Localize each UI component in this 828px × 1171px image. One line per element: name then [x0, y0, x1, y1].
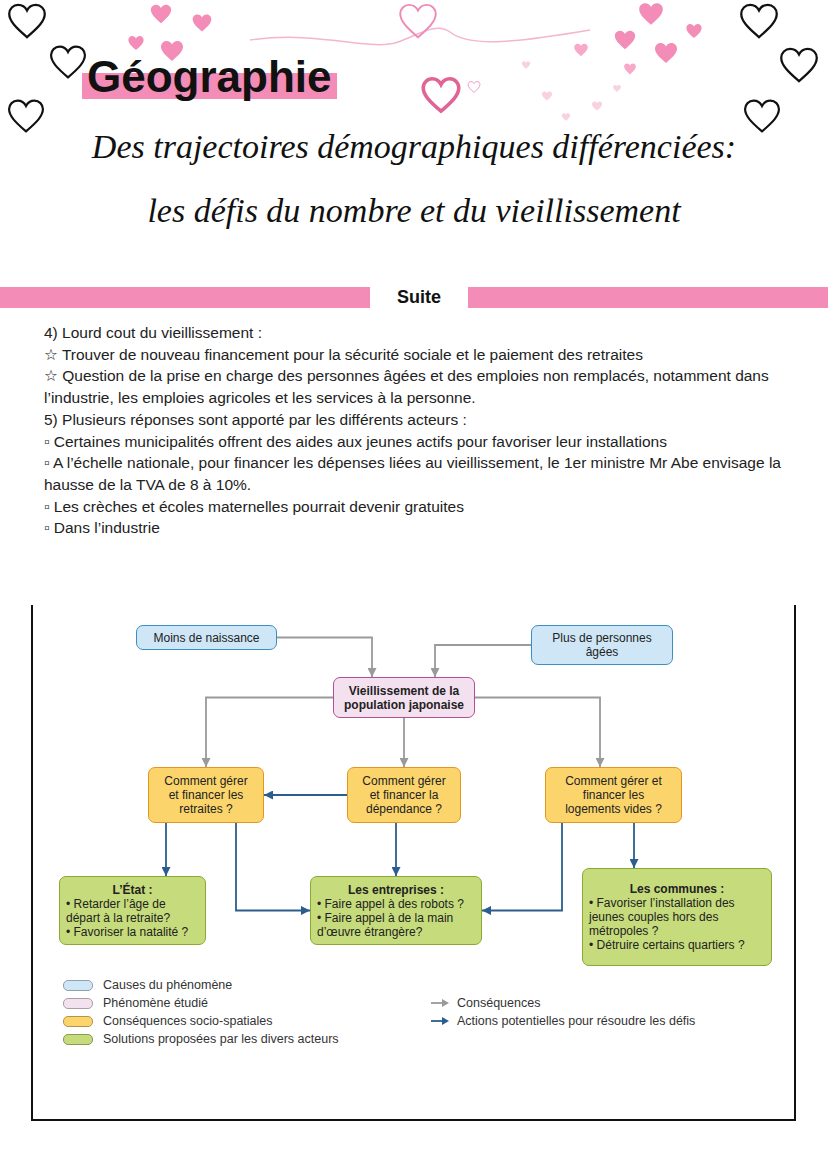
consequence-arrow	[277, 638, 372, 678]
subject-heading: Géographie	[82, 50, 337, 104]
heart-filled	[542, 91, 552, 100]
box-text: • Favoriser la natalité ?	[66, 925, 199, 939]
legend-row: Solutions proposées par les divers acteu…	[63, 1031, 339, 1047]
legend-text: Solutions proposées par les divers acteu…	[103, 1031, 339, 1047]
legend-row: Conséquences socio-spatiales	[63, 1013, 273, 1029]
action-arrow	[165, 823, 167, 876]
consequence-arrow	[403, 718, 405, 767]
heart-filled	[562, 113, 570, 121]
note-line: ▫ Les crèches et écoles maternelles pour…	[44, 496, 804, 518]
diagram-frame	[32, 605, 795, 1120]
box-text: • Faire appel à de la main d’œuvre étran…	[317, 911, 475, 939]
heart-decoration	[9, 3, 817, 131]
legend-row: Phénomène étudié	[63, 995, 208, 1011]
box-text: • Faire appel à des robots ?	[317, 897, 475, 911]
heart-filled	[615, 31, 635, 49]
legend-swatch	[63, 1016, 93, 1027]
section-band	[468, 287, 828, 308]
consequence-box: Comment gérer et financer la dépendance …	[347, 767, 461, 823]
box-text: Vieillissement de la population japonais…	[340, 684, 468, 712]
page-title: Des trajectoires démographiques différen…	[69, 115, 759, 243]
heart-outline	[9, 5, 45, 37]
legend-text: Causes du phénomène	[103, 977, 232, 993]
note-line: ▫ A l’échelle nationale, pour financer l…	[44, 452, 804, 495]
heart-filled	[592, 101, 602, 110]
heart-filled	[624, 64, 636, 75]
legend-text: Conséquences	[457, 995, 540, 1011]
heart-outline	[400, 5, 436, 37]
solution-box: L’État :• Retarder l’âge de départ à la …	[59, 876, 206, 945]
heart-outline	[51, 47, 85, 78]
consequence-arrow	[206, 698, 333, 768]
legend-text: Phénomène étudié	[103, 995, 208, 1011]
solution-box: Les entreprises :• Faire appel à des rob…	[310, 876, 482, 945]
notes-text: 4) Lourd cout du vieillissement :☆ Trouv…	[44, 322, 804, 539]
legend-swatch	[63, 998, 93, 1009]
action-arrow	[264, 794, 347, 796]
heart-outline	[741, 5, 777, 37]
heart-filled	[574, 44, 588, 56]
box-text: Comment gérer et financer la dépendance …	[358, 774, 450, 816]
action-arrow	[633, 823, 635, 868]
heart-filled	[639, 3, 663, 24]
heart-outline	[781, 49, 817, 81]
box-text: Moins de naissance	[145, 631, 268, 645]
consequence-box: Comment gérer et financer les retraites …	[148, 767, 264, 823]
action-arrow	[236, 823, 310, 911]
note-line: 4) Lourd cout du vieillissement :	[44, 322, 804, 344]
box-text: • Détruire certains quartiers ?	[589, 938, 765, 952]
cause-box: Plus de personnes âgées	[531, 625, 673, 665]
box-heading: L’État :	[66, 883, 199, 897]
heart-filled	[151, 5, 171, 23]
consequence-arrow	[435, 645, 531, 677]
legend-arrow	[430, 997, 450, 1009]
action-arrow	[395, 823, 397, 876]
legend-row: Causes du phénomène	[63, 977, 232, 993]
legend-row: Conséquences	[430, 995, 540, 1011]
box-text: • Retarder l’âge de départ à la retraite…	[66, 897, 199, 925]
heart-outline	[745, 101, 779, 132]
heart-outline	[9, 101, 43, 132]
box-text: Plus de personnes âgées	[546, 631, 658, 659]
phenomenon-box: Vieillissement de la population japonais…	[333, 677, 475, 718]
box-heading: Les entreprises :	[317, 883, 475, 897]
action-arrow	[482, 823, 562, 911]
legend-row: Actions potentielles pour résoudre les d…	[430, 1013, 695, 1029]
heart-filled	[128, 36, 143, 50]
consequence-box: Comment gérer et financer les logements …	[545, 767, 682, 823]
legend-text: Actions potentielles pour résoudre les d…	[457, 1013, 695, 1029]
note-line: ▫ Dans l’industrie	[44, 517, 804, 539]
heart-filled	[655, 43, 677, 63]
legend-swatch	[63, 980, 93, 991]
section-heading: Suite	[370, 286, 468, 309]
note-line: ☆ Trouver de nouveau financement pour la…	[44, 344, 804, 366]
heart-filled	[522, 61, 530, 69]
heart-outline	[468, 82, 480, 93]
box-text: Comment gérer et financer les retraites …	[163, 774, 249, 816]
note-line: 5) Plusieurs réponses sont apporté par l…	[44, 409, 804, 431]
solution-box: Les communes :• Favoriser l’installation…	[582, 868, 772, 966]
heart-filled	[686, 24, 701, 38]
heart-filled	[613, 85, 621, 92]
section-band	[0, 287, 370, 308]
legend-text: Conséquences socio-spatiales	[103, 1013, 273, 1029]
heart-filled	[193, 15, 212, 32]
box-heading: Les communes :	[589, 882, 765, 896]
box-text: • Favoriser l’installation des jeunes co…	[589, 896, 765, 938]
note-line: ▫ Certaines municipalités offrent des ai…	[44, 431, 804, 453]
heart-outline	[423, 79, 459, 111]
box-text: Comment gérer et financer les logements …	[556, 774, 671, 816]
consequence-arrow	[475, 698, 600, 768]
cause-box: Moins de naissance	[136, 625, 277, 650]
note-line: ☆ Question de la prise en charge des per…	[44, 365, 804, 408]
legend-arrow	[430, 1015, 450, 1027]
legend-swatch	[63, 1034, 93, 1045]
